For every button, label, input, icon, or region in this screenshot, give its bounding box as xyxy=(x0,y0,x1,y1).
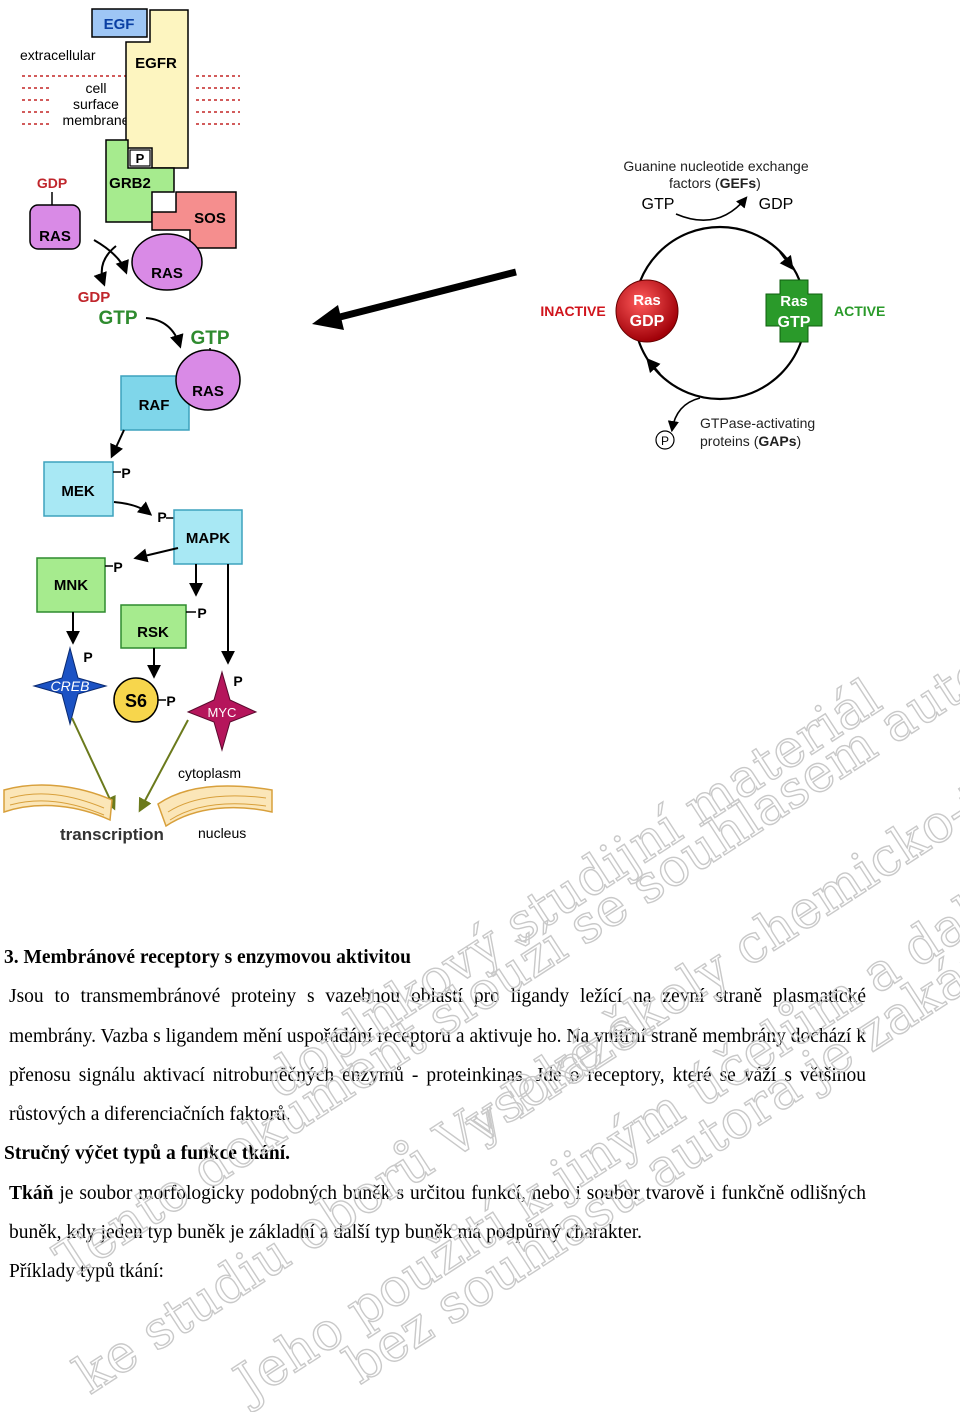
egfr-receptor xyxy=(125,9,189,169)
ras-label-3: RAS xyxy=(192,383,224,400)
gap-label-line1: GTPase-activating xyxy=(700,415,815,431)
nucleus-label: nucleus xyxy=(198,825,246,841)
document-body: 3. Membránové receptory s enzymovou akti… xyxy=(4,938,866,1292)
rsk-label: RSK xyxy=(137,624,169,641)
mapk-label: MAPK xyxy=(186,530,230,547)
pointer-arrow xyxy=(312,268,517,330)
membrane-label-1: cell xyxy=(85,80,106,96)
inactive-label: INACTIVE xyxy=(540,303,605,319)
myc-phospho: P xyxy=(233,673,242,689)
ras-gdp-ball xyxy=(615,279,679,343)
grb2-box xyxy=(105,139,175,223)
cycle-gtp-label: GTP xyxy=(642,196,675,213)
paragraph-receptors: Jsou to transmembránové proteiny s vazeb… xyxy=(9,986,866,1126)
s6-label: S6 xyxy=(125,691,147,711)
mapk-phospho: P xyxy=(157,509,166,525)
section-heading: 3. Membránové receptory s enzymovou akti… xyxy=(4,947,411,968)
mek-phospho: P xyxy=(121,465,130,481)
phosphate-label: P xyxy=(661,434,669,448)
cytoplasm-label: cytoplasm xyxy=(178,765,241,781)
gdp-label-released: GDP xyxy=(78,289,111,306)
nuclear-envelope xyxy=(3,784,273,828)
mnk-phospho: P xyxy=(113,559,122,575)
ras-label-2: RAS xyxy=(151,265,183,282)
ras-gtp-cross-ras: Ras xyxy=(780,293,808,310)
gdp-label-top: GDP xyxy=(37,175,67,191)
mnk-label: MNK xyxy=(54,577,88,594)
examples-label: Příklady typů tkání: xyxy=(9,1261,164,1283)
term-tissue: Tkáň xyxy=(9,1182,54,1204)
s6-phospho: P xyxy=(166,693,175,709)
ras-label-1: RAS xyxy=(39,228,71,245)
grb2-label: GRB2 xyxy=(109,175,151,192)
myc-label: MYC xyxy=(208,705,237,720)
mek-label: MEK xyxy=(61,483,95,500)
rsk-box xyxy=(120,604,187,649)
rsk-phospho: P xyxy=(197,605,206,621)
ras-circle-2 xyxy=(175,349,241,411)
membrane-label-2: surface xyxy=(73,96,119,112)
ras-gdp-box xyxy=(29,204,81,250)
gtp-label-1: GTP xyxy=(98,308,137,329)
sos-label: SOS xyxy=(194,210,226,227)
gef-label-line2: factors (GEFs) xyxy=(669,175,761,191)
transcription-label: transcription xyxy=(60,825,164,844)
mnk-box xyxy=(36,557,106,613)
raf-label: RAF xyxy=(139,397,170,414)
ras-gtp-cross-gtp: GTP xyxy=(778,314,811,331)
egf-box xyxy=(91,8,148,38)
extracellular-label: extracellular xyxy=(20,47,96,63)
cycle-gdp-label: GDP xyxy=(759,196,794,213)
egf-label: EGF xyxy=(104,16,135,33)
ras-gtp-cross xyxy=(765,279,823,343)
grb2-phospho: P xyxy=(136,151,145,166)
creb-label: CREB xyxy=(51,678,90,694)
phosphate-circle xyxy=(655,430,675,450)
paragraph-tissue-definition: Tkáň je soubor morfologicky podobných bu… xyxy=(4,1174,866,1253)
cell-membrane xyxy=(22,75,240,125)
sos-box xyxy=(151,191,237,249)
gtp-label-2: GTP xyxy=(190,328,229,349)
creb-star xyxy=(32,646,108,726)
creb-phospho: P xyxy=(83,649,92,665)
tissue-definition: je soubor morfologicky podobných buněk s… xyxy=(9,1182,866,1244)
ras-circle-1 xyxy=(131,233,203,291)
subheading-tissues: Stručný výčet typů a funkce tkání. xyxy=(4,1143,291,1165)
gap-label-line2: proteins (GAPs) xyxy=(700,433,801,449)
mapk-box xyxy=(173,509,243,565)
ras-gdp-ball-gdp: GDP xyxy=(630,313,665,330)
gef-label-line1: Guanine nucleotide exchange xyxy=(623,158,808,174)
active-label: ACTIVE xyxy=(834,303,885,319)
mek-box xyxy=(43,461,114,517)
membrane-label-3: membrane xyxy=(63,112,130,128)
egfr-label: EGFR xyxy=(135,55,177,72)
ras-gdp-ball-ras: Ras xyxy=(633,292,661,309)
myc-star xyxy=(186,670,258,752)
